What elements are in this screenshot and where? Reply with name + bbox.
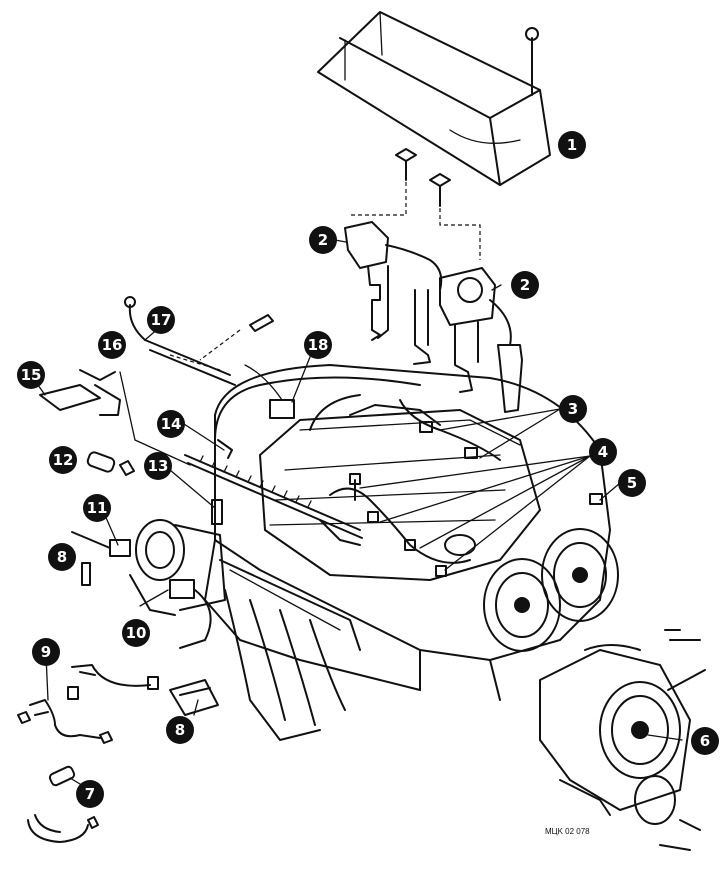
callout-17: 17 [147, 306, 175, 334]
throttle-body [129, 519, 226, 649]
callout-15: 15 [17, 361, 45, 389]
svg-text:11: 11 [87, 499, 108, 517]
leader-lines [37, 239, 683, 791]
callout-9: 9 [32, 638, 60, 666]
bracket-8 [169, 679, 219, 716]
callout-12: 12 [49, 446, 77, 474]
svg-text:14: 14 [161, 415, 182, 433]
figure-reference-code: MЦK 02 078 [545, 827, 590, 836]
engine-top-cover [317, 11, 551, 186]
sensor-15-16 [39, 369, 191, 466]
callout-8-left: 8 [48, 543, 76, 571]
callout-10: 10 [122, 619, 150, 647]
callout-13: 13 [144, 452, 172, 480]
callout-18: 18 [304, 331, 332, 359]
svg-text:5: 5 [627, 474, 637, 492]
svg-text:9: 9 [41, 643, 51, 661]
wiring-harness [214, 376, 603, 577]
sensor-bracket [124, 296, 295, 419]
left-hoses [17, 439, 233, 744]
callout-3: 3 [559, 395, 587, 423]
fuel-rail [184, 454, 363, 539]
callout-8-bottom: 8 [166, 716, 194, 744]
callout-4: 4 [589, 438, 617, 466]
svg-text:1: 1 [567, 136, 577, 154]
svg-text:6: 6 [700, 732, 710, 750]
svg-text:10: 10 [126, 624, 147, 642]
ignition-coil-left [344, 221, 443, 341]
callout-7: 7 [76, 780, 104, 808]
svg-text:8: 8 [57, 548, 67, 566]
svg-text:13: 13 [148, 457, 169, 475]
svg-text:18: 18 [308, 336, 329, 354]
ignition-coil-right [413, 267, 523, 413]
intake-manifold [219, 559, 361, 741]
svg-text:4: 4 [598, 443, 608, 461]
callout-11: 11 [83, 494, 111, 522]
svg-text:3: 3 [568, 400, 578, 418]
callout-2-right: 2 [511, 271, 539, 299]
svg-text:2: 2 [318, 231, 328, 249]
callout-14: 14 [157, 410, 185, 438]
callout-6: 6 [691, 727, 719, 755]
coil-bolts [350, 148, 481, 260]
svg-text:7: 7 [85, 785, 95, 803]
callout-16: 16 [98, 331, 126, 359]
callout-1: 1 [558, 131, 586, 159]
svg-text:17: 17 [151, 311, 172, 329]
callout-5: 5 [618, 469, 646, 497]
callout-2-left: 2 [309, 226, 337, 254]
svg-text:2: 2 [520, 276, 530, 294]
svg-text:16: 16 [102, 336, 123, 354]
svg-text:12: 12 [53, 451, 74, 469]
hose-7 [27, 765, 99, 843]
svg-text:8: 8 [175, 721, 185, 739]
svg-text:15: 15 [21, 366, 42, 384]
power-steering-pump [539, 629, 706, 851]
camshaft-pulleys [483, 528, 619, 652]
